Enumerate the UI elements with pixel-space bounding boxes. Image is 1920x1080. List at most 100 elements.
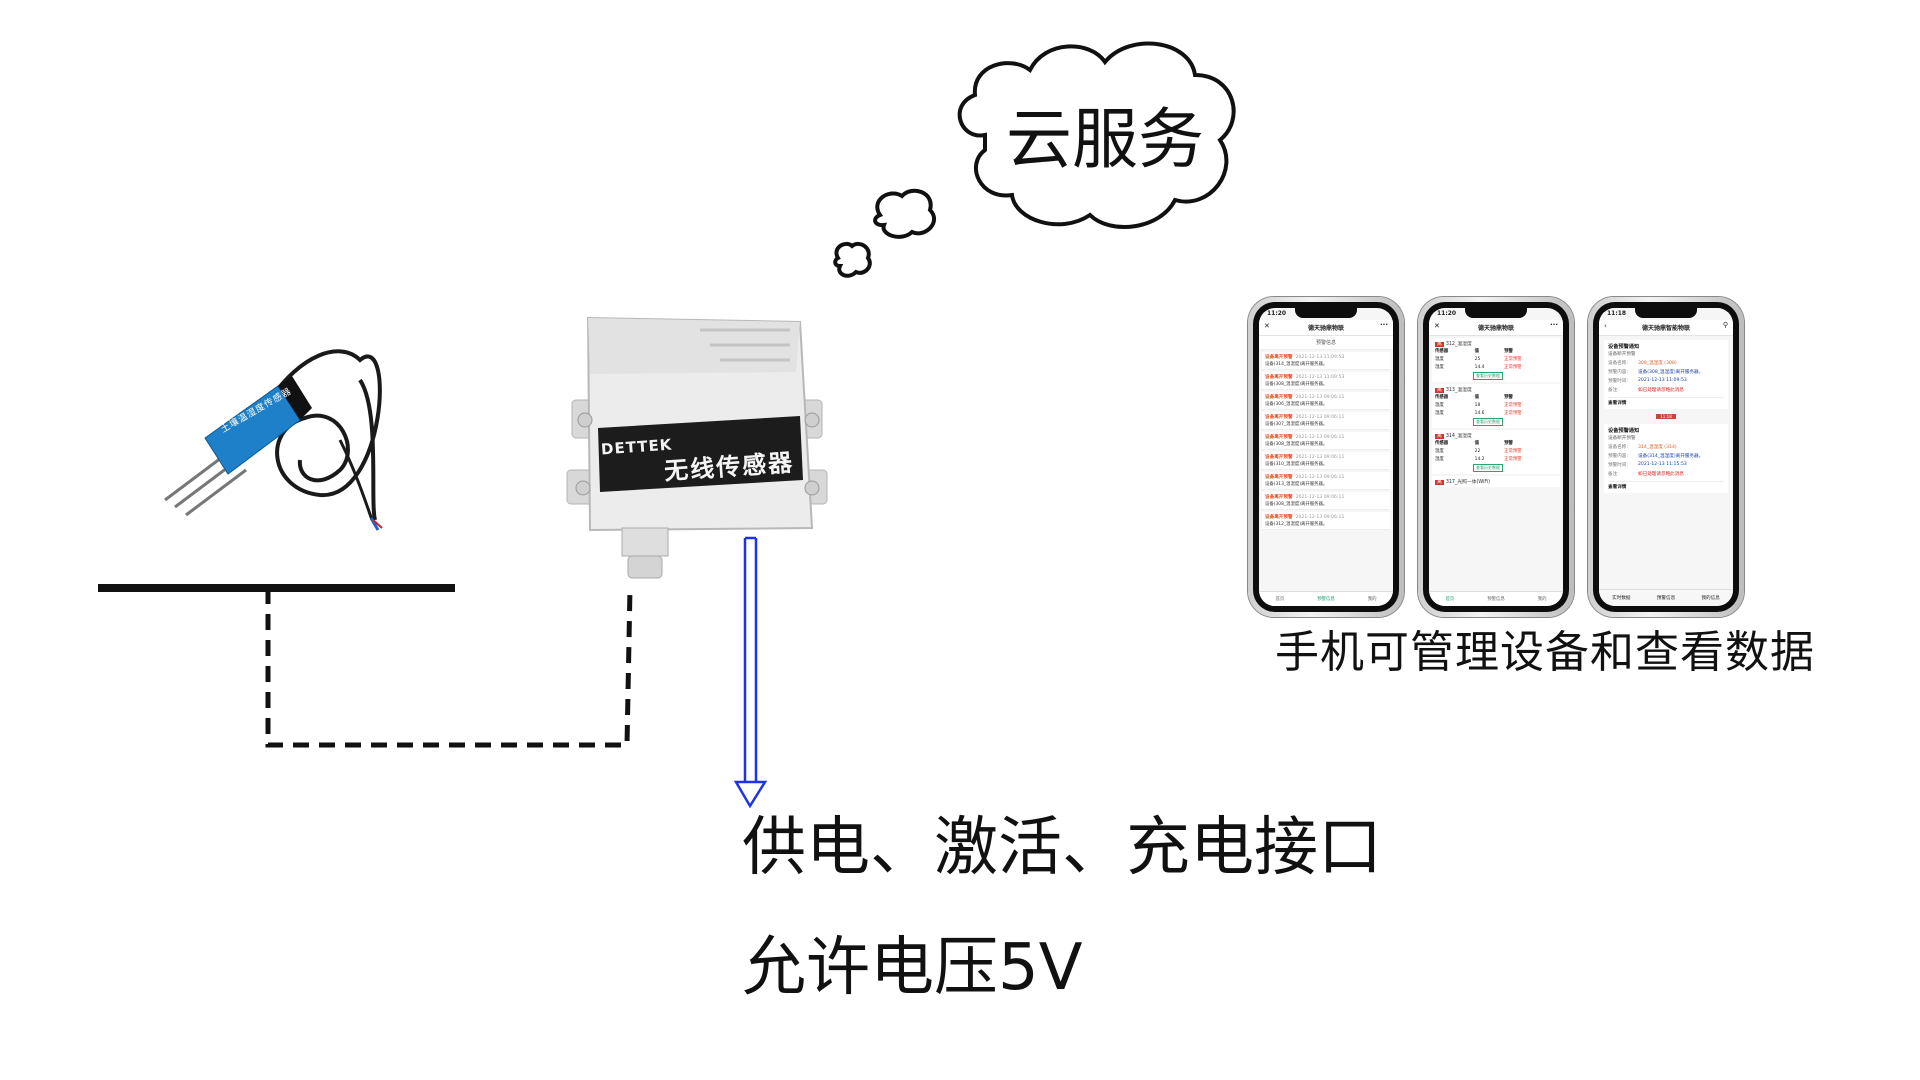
tab-home[interactable]: 首页 xyxy=(1275,597,1285,602)
alarm-title: 设备离开预警 xyxy=(1265,435,1293,440)
app-title: 德天驰鼎物联 xyxy=(1477,325,1514,332)
label-note: 备注: xyxy=(1608,472,1619,477)
device-name: 312_温湿度 xyxy=(1445,342,1472,347)
sensor-alarm: 正常预警 xyxy=(1504,457,1522,462)
alarm-body: 设备(306_温湿度)离开服务器。 xyxy=(1265,402,1328,407)
notification-card[interactable]: 设备预警通知设备断开预警设备名称:314_温湿度 (314)预警内容:设备(31… xyxy=(1604,424,1728,493)
sensor-alarm: 正常预警 xyxy=(1504,411,1522,416)
card-note: 如已处理请忽略此消息 xyxy=(1638,472,1684,477)
tab-alarms[interactable]: 预警信息 xyxy=(1487,597,1505,602)
tab-home[interactable]: 首页 xyxy=(1445,597,1455,602)
sensor-alarm: 正常预警 xyxy=(1504,403,1522,408)
phones-caption: 手机可管理设备和查看数据 xyxy=(1275,627,1815,678)
sensor-row: 温度 18 正常预警 xyxy=(1435,401,1557,409)
sensor-name: 湿度 xyxy=(1435,457,1444,462)
label-device: 设备名称: xyxy=(1608,445,1628,450)
tab-alarms[interactable]: 预警信息 xyxy=(1317,597,1335,602)
alarm-date: 2021-12-13 09:06:11 xyxy=(1295,495,1345,500)
notification-card[interactable]: 设备预警通知设备断开预警设备名称:308_温湿度 (308)预警内容:设备(30… xyxy=(1604,340,1728,409)
menu-mine[interactable]: 我的信息 xyxy=(1701,596,1720,601)
label-time: 预警时间: xyxy=(1608,379,1628,384)
port-info-line1: 供电、激活、充电接口 xyxy=(742,811,1382,885)
alarm-date: 2021-12-13 09:06:11 xyxy=(1295,515,1345,520)
sensor-name: 温度 xyxy=(1435,403,1444,408)
col-sensor: 传感器 xyxy=(1435,441,1449,446)
more-icon[interactable]: ··· xyxy=(1550,321,1558,329)
col-value: 值 xyxy=(1474,395,1480,400)
close-icon[interactable]: ✕ xyxy=(1264,322,1270,330)
phone-notifications: 11:18 ‹ 德天驰鼎智能物联 ⚲ 设备预警通知设备断开预警设备名称: 308_… xyxy=(1588,297,1744,617)
menu-realtime[interactable]: 实时数据 xyxy=(1612,596,1631,601)
status-time: 11:18 xyxy=(1607,310,1627,317)
device-name: 317_光照一体(WiFi) xyxy=(1445,480,1491,485)
history-button[interactable]: 查看历史数据 xyxy=(1473,464,1503,472)
card-subtitle: 设备断开预警 xyxy=(1608,352,1636,357)
app-title: 德天驰鼎智能物联 xyxy=(1641,325,1690,332)
sensor-alarm: 正常预警 xyxy=(1504,357,1522,362)
label-content: 预警内容: xyxy=(1608,370,1628,375)
alarm-title: 设备离开预警 xyxy=(1265,495,1293,500)
card-time: 2021-12-13 11:09:53 xyxy=(1638,378,1687,383)
tab-mine[interactable]: 我的 xyxy=(1537,597,1547,602)
device-name: 313_温湿度 xyxy=(1445,388,1472,393)
col-sensor: 传感器 xyxy=(1435,395,1449,400)
menu-alarms[interactable]: 预警信息 xyxy=(1656,596,1676,601)
card-title: 设备预警通知 xyxy=(1608,344,1640,350)
device-name: 314_温湿度 xyxy=(1445,434,1472,439)
col-alarm: 预警 xyxy=(1504,441,1513,446)
sensor-value: 18 xyxy=(1474,402,1481,408)
card-device: 308_温湿度 (308) xyxy=(1638,361,1677,366)
close-icon[interactable]: ✕ xyxy=(1434,322,1440,330)
sensor-value: 22 xyxy=(1474,448,1481,454)
card-more-link[interactable]: 查看详情 xyxy=(1608,481,1724,490)
sensor-name: 湿度 xyxy=(1435,365,1444,370)
soil-probe xyxy=(164,349,383,531)
profile-icon[interactable]: ⚲ xyxy=(1722,321,1728,329)
dashed-wire xyxy=(265,587,633,748)
alarm-body: 设备(308_温湿度)离开服务器。 xyxy=(1265,382,1328,387)
sensor-value: 25 xyxy=(1474,356,1481,362)
alarm-title: 设备离开预警 xyxy=(1265,475,1293,480)
tab-mine[interactable]: 我的 xyxy=(1367,597,1377,602)
sensor-value: 14.6 xyxy=(1474,410,1485,416)
history-button[interactable]: 查看历史数据 xyxy=(1473,372,1503,380)
history-button[interactable]: 查看历史数据 xyxy=(1473,418,1503,426)
label-content: 预警内容: xyxy=(1608,454,1628,459)
alarm-title: 设备离开预警 xyxy=(1265,515,1293,520)
alarm-date: 2021-12-13 09:06:11 xyxy=(1295,475,1345,480)
app-title: 德天驰鼎物联 xyxy=(1307,325,1344,332)
alarm-body: 设备(312_温湿度)离开服务器。 xyxy=(1265,522,1328,527)
card-content: 设备(314_温湿度)离开服务器。 xyxy=(1638,454,1704,459)
alarm-body: 设备(313_温湿度)离开服务器。 xyxy=(1265,482,1328,487)
more-icon[interactable]: ··· xyxy=(1380,321,1388,329)
col-alarm: 预警 xyxy=(1504,349,1513,354)
col-value: 值 xyxy=(1474,349,1480,354)
alarm-page-title: 预警信息 xyxy=(1259,336,1393,350)
sensor-alarm: 正常预警 xyxy=(1504,449,1522,454)
alarm-title: 设备离开预警 xyxy=(1265,355,1293,360)
back-icon[interactable]: ‹ xyxy=(1604,322,1607,330)
alarm-title: 设备离开预警 xyxy=(1265,415,1293,420)
card-subtitle: 设备断开预警 xyxy=(1608,436,1636,441)
label-note: 备注: xyxy=(1608,388,1619,393)
card-time: 2021-12-13 11:15:53 xyxy=(1638,462,1687,467)
card-more-link[interactable]: 查看详情 xyxy=(1608,397,1724,406)
alarm-date: 2021-12-13 09:06:11 xyxy=(1295,455,1345,460)
